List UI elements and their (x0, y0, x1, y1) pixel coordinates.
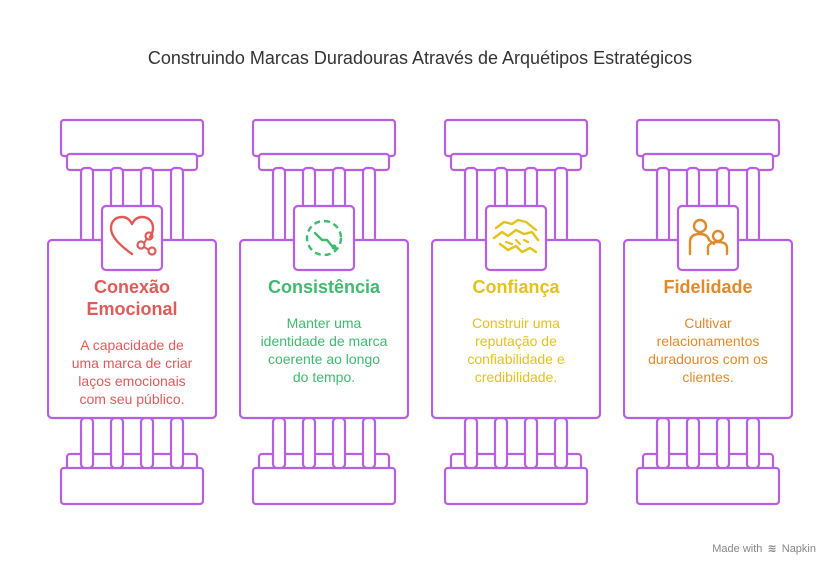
pillar-shaft-lower (715, 416, 731, 470)
pillar-confianca: Confiança Construir uma reputação de con… (431, 118, 601, 506)
pillar-capital (251, 118, 397, 158)
pillar-shaft-upper (655, 166, 671, 246)
pillar-base (59, 466, 205, 506)
pillar-desc-line: relacionamentos (656, 333, 760, 349)
pillar-desc-line: do tempo. (292, 369, 356, 385)
pillar-icon-box (100, 204, 164, 272)
pillar-desc-line: com seu público. (79, 391, 185, 407)
pillar-desc-line: identidade de marca (260, 333, 388, 349)
pillar-shaft-upper (463, 166, 479, 246)
pillar-title-line: Confiança (472, 277, 560, 297)
pillar-title-line: Consistência (267, 277, 381, 297)
pillar-shaft-lower (79, 416, 95, 470)
pillar-shaft-lower (271, 416, 287, 470)
napkin-logo-icon: ≋ (767, 543, 777, 555)
cycle-icon (294, 206, 354, 270)
pillar-shaft-upper (553, 166, 569, 246)
pillar-shaft-lower (553, 416, 569, 470)
pillar-desc-line: laços emocionais (78, 373, 186, 389)
pillar-base (443, 466, 589, 506)
pillar-base (251, 466, 397, 506)
pillar-shaft-lower (301, 416, 317, 470)
pillar-capital (443, 118, 589, 158)
pillar-frame (431, 118, 601, 506)
pillar-frame (47, 118, 217, 506)
pillar-desc-line: Manter uma (286, 315, 362, 331)
footer-credit: Made with ≋ Napkin (712, 542, 816, 555)
pillar-conexao-emocional: Conexão Emocional A capacidade de uma ma… (47, 118, 217, 506)
pillar-desc-line: Construir uma (472, 315, 560, 331)
pillar-shaft-lower (745, 416, 761, 470)
pillar-desc-line: coerente ao longo (267, 351, 381, 367)
pillar-shaft-lower (139, 416, 155, 470)
pillar-desc-line: duradouros com os (648, 351, 768, 367)
pillar-icon-box (484, 204, 548, 272)
pillar-desc-line: uma marca de criar (71, 355, 193, 371)
pillar-title-line: Conexão (93, 277, 171, 297)
pillar-title-line: Emocional (86, 299, 178, 319)
pillar-shaft-upper (745, 166, 761, 246)
pillar-desc-line: credibilidade. (474, 369, 558, 385)
footer-made-with: Made with (712, 543, 763, 555)
pillar-shaft-lower (523, 416, 539, 470)
pillar-shaft-lower (655, 416, 671, 470)
pillar-consistencia: Consistência Manter uma identidade de ma… (239, 118, 409, 506)
pillar-capital (59, 118, 205, 158)
pillar-capital-bottom (65, 152, 199, 172)
pillar-capital-bottom (641, 152, 775, 172)
pillar-shaft-upper (361, 166, 377, 246)
pillar-shaft-lower (463, 416, 479, 470)
pillar-shaft-lower (493, 416, 509, 470)
pillar-shaft-upper (271, 166, 287, 246)
pillar-desc-line: Cultivar (684, 315, 732, 331)
pillar-capital-bottom (449, 152, 583, 172)
pillar-frame (623, 118, 793, 506)
pillar-desc-line: A capacidade de (80, 337, 184, 353)
pillar-capital (635, 118, 781, 158)
pillar-desc-line: reputação de (475, 333, 557, 349)
pillar-shaft-lower (331, 416, 347, 470)
pillar-title-line: Fidelidade (663, 277, 753, 297)
pillar-base (635, 466, 781, 506)
pillar-desc-line: confiabilidade e (467, 351, 565, 367)
pillar-frame (239, 118, 409, 506)
pillar-shaft-lower (169, 416, 185, 470)
people-icon (678, 206, 738, 270)
pillar-shaft-lower (685, 416, 701, 470)
pillar-shaft-lower (361, 416, 377, 470)
heart-share-icon (102, 206, 162, 270)
handshake-icon (486, 206, 546, 270)
pillar-shaft-upper (79, 166, 95, 246)
pillar-capital-bottom (257, 152, 391, 172)
pillar-fidelidade: Fidelidade Cultivar relacionamentos dura… (623, 118, 793, 506)
pillar-shaft-upper (169, 166, 185, 246)
page-title: Construindo Marcas Duradouras Através de… (147, 48, 693, 68)
pillar-icon-box (292, 204, 356, 272)
pillar-shaft-lower (109, 416, 125, 470)
pillar-desc-line: clientes. (682, 369, 734, 385)
footer-brand: Napkin (781, 543, 816, 555)
